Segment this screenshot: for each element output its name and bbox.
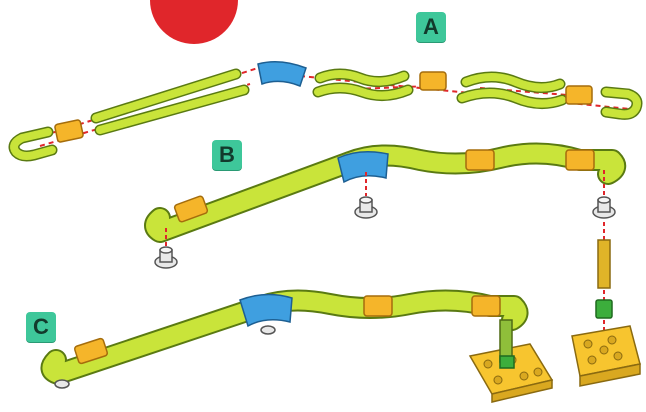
green-peg: [596, 300, 612, 318]
blue-curve-piece: [240, 294, 292, 326]
connector-piece: [466, 150, 494, 170]
support-rod: [598, 240, 610, 288]
base-plate: [572, 326, 640, 386]
connector-piece: [364, 296, 392, 316]
base-plate: [470, 320, 552, 402]
step-badge-a: A: [416, 12, 446, 42]
snap-pin: [261, 326, 275, 334]
row-c-assembly: [51, 294, 640, 402]
connector-piece: [472, 296, 500, 316]
connector-piece: [566, 86, 592, 104]
step-badge-b: B: [212, 140, 242, 170]
snap-pin: [593, 197, 615, 218]
snap-pin: [55, 380, 69, 388]
snap-pin: [155, 247, 177, 268]
step-badge-c: C: [26, 312, 56, 342]
blue-curve-piece: [258, 62, 306, 86]
snap-pin: [355, 197, 377, 218]
connector-piece: [420, 72, 446, 90]
blue-curve-piece: [338, 152, 388, 182]
connector-piece: [566, 150, 594, 170]
corner-red-circle: [150, 0, 238, 44]
connector-piece: [54, 119, 83, 142]
row-a-parts: [14, 62, 640, 156]
